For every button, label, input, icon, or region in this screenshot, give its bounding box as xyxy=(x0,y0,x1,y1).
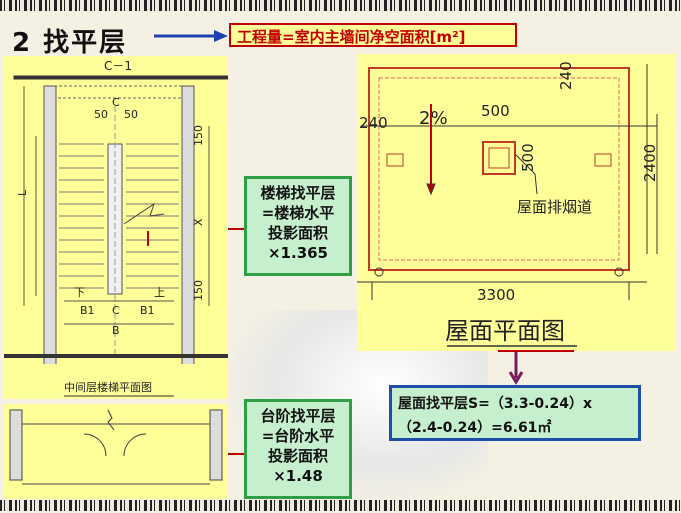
roof-dim-500-top: 500 xyxy=(481,102,510,120)
formula-box: 工程量=室内主墙间净空面积[m²] xyxy=(229,23,517,47)
step-note-line-4: ×1.48 xyxy=(273,467,323,485)
bottom-barcode-strip xyxy=(0,500,681,511)
roof-plan-panel: 240 240 2% 500 500 2400 屋面排烟道 3300 屋面平面图 xyxy=(357,54,676,351)
stair-label-b: B xyxy=(112,324,120,337)
step-plan-drawing xyxy=(9,409,223,485)
step-note-line-3: 投影面积 xyxy=(267,447,328,465)
stair-note-box: 楼梯找平层 =楼梯水平 投影面积 ×1.365 xyxy=(244,176,352,276)
roof-slope-label: 2% xyxy=(419,108,448,129)
roof-dim-500-side: 500 xyxy=(519,143,537,172)
stair-dim-150-bottom: 150 xyxy=(192,280,205,301)
stair-note-line-2: =楼梯水平 xyxy=(261,204,335,222)
roof-formula-box: 屋面找平层S=（3.3-0.24）x （2.4-0.24）=6.61㎡ xyxy=(389,385,641,441)
stair-plan-caption: 中间层楼梯平面图 xyxy=(64,380,152,394)
top-barcode-strip xyxy=(0,0,681,11)
roof-dim-240-left: 240 xyxy=(359,114,388,132)
stair-dim-150-top: 150 xyxy=(192,125,205,146)
step-note-line-1: 台阶找平层 xyxy=(260,407,336,425)
step-connector-line xyxy=(228,453,244,455)
blue-arrow-icon xyxy=(154,30,228,42)
purple-down-arrow-icon xyxy=(508,352,524,385)
stair-dim-l: L xyxy=(16,189,29,196)
stair-plan-drawing: C－1 C 50 50 150 L X 150 下 上 B1 C B1 B 中间… xyxy=(4,59,228,397)
stair-label-b1-right: B1 xyxy=(140,304,155,317)
stair-note-line-1: 楼梯找平层 xyxy=(260,184,336,202)
roof-flue-label: 屋面排烟道 xyxy=(517,198,592,216)
roof-dim-3300: 3300 xyxy=(477,286,515,304)
stair-plan-panel: C－1 C 50 50 150 L X 150 下 上 B1 C B1 B 中间… xyxy=(4,56,228,399)
stair-connector-line xyxy=(228,228,244,230)
step-plan-panel xyxy=(4,404,228,499)
stair-dim-50-left: 50 xyxy=(94,108,108,121)
slide-title: 2 找平层 xyxy=(12,28,128,58)
stair-note-line-3: 投影面积 xyxy=(267,224,328,242)
stair-note-line-4: ×1.365 xyxy=(267,244,328,262)
stair-label-c1: C－1 xyxy=(104,59,132,73)
stair-label-down: 下 xyxy=(74,286,85,299)
roof-dim-2400: 2400 xyxy=(641,144,659,182)
stair-dim-50-right: 50 xyxy=(124,108,138,121)
roof-plan-drawing: 240 240 2% 500 500 2400 屋面排烟道 3300 屋面平面图 xyxy=(357,61,659,347)
stair-label-up: 上 xyxy=(154,286,165,299)
roof-plan-caption: 屋面平面图 xyxy=(445,317,565,345)
step-note-line-2: =台阶水平 xyxy=(261,427,335,445)
stair-label-c-bottom: C xyxy=(112,304,120,317)
step-note-box: 台阶找平层 =台阶水平 投影面积 ×1.48 xyxy=(244,399,352,499)
roof-formula-line-2: （2.4-0.24）=6.61㎡ xyxy=(398,420,552,436)
stair-label-c-top: C xyxy=(112,96,120,109)
stair-dim-x: X xyxy=(192,218,205,226)
roof-connector-line xyxy=(498,350,574,352)
roof-dim-240-top: 240 xyxy=(557,61,575,90)
roof-formula-line-1: 屋面找平层S=（3.3-0.24）x xyxy=(398,396,592,412)
stair-label-b1-left: B1 xyxy=(80,304,95,317)
